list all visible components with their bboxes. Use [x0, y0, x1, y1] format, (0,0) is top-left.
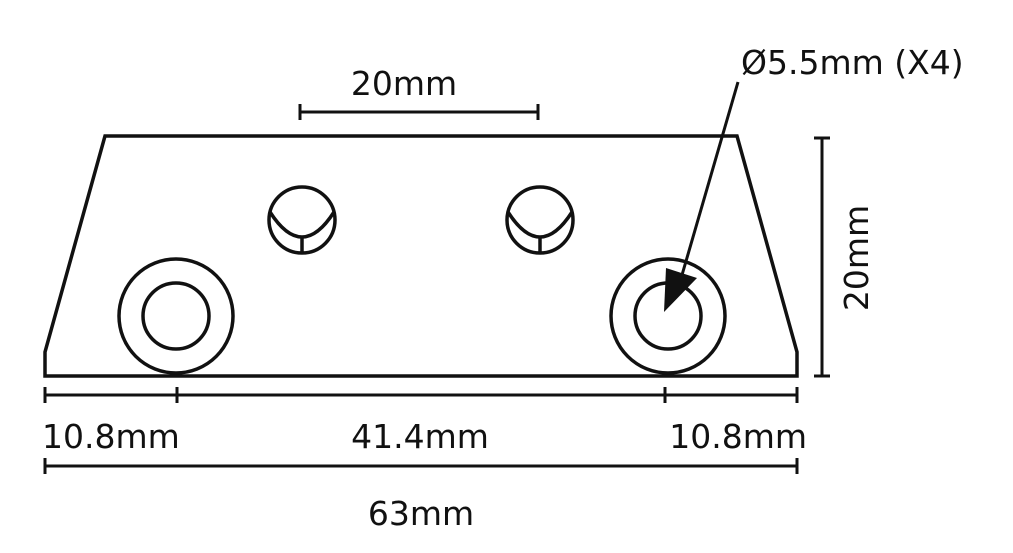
dimension-line-total — [43, 458, 799, 474]
mount-hole-left — [117, 257, 235, 375]
label-left-offset: 10.8mm — [42, 417, 180, 456]
leader-arrowhead — [664, 268, 697, 312]
label-height: 20mm — [837, 205, 876, 311]
countersunk-hole-left — [267, 185, 337, 255]
label-center-span: 41.4mm — [351, 417, 489, 456]
label-total-width: 63mm — [368, 494, 474, 533]
leader-line — [680, 81, 740, 276]
plate-outline — [43, 134, 799, 378]
dimension-line-hole-spacing — [298, 104, 540, 120]
dimension-line-segments — [43, 387, 799, 403]
label-hole-spacing: 20mm — [351, 64, 457, 103]
label-right-offset: 10.8mm — [669, 417, 807, 456]
dimension-line-height — [814, 136, 830, 378]
label-hole-diameter: Ø5.5mm (X4) — [741, 43, 964, 82]
countersunk-hole-right — [505, 185, 575, 255]
